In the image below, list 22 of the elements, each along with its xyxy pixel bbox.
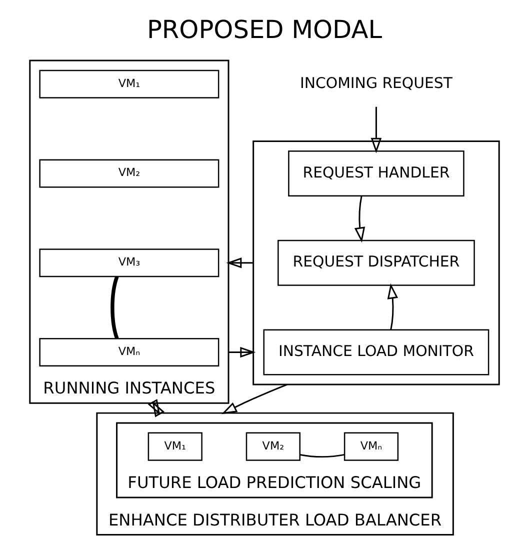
arrow [354,196,365,243]
node-box: REQUEST DISPATCHER [277,240,474,286]
node-text: INCOMING REQUEST [299,74,452,92]
arrow [221,384,287,414]
node-box: INSTANCE LOAD MONITOR [262,329,489,376]
cluster [252,140,500,386]
node-box: VM₃ [38,248,219,278]
arrow [228,346,256,358]
node-box: VMₙ [343,432,398,461]
arrow [226,257,253,268]
node-box: VM₂ [38,159,219,188]
connector [299,454,344,458]
node-box: VM₂ [245,432,300,461]
arrow [147,398,164,418]
diagram-title: PROPOSED MODAL [146,15,382,44]
node-box: VM₁ [38,70,219,98]
arrow [386,283,398,330]
node-box: VMₙ [38,338,219,366]
connector [110,276,118,340]
arrow [370,106,382,154]
node-box: REQUEST HANDLER [288,150,464,196]
node-box: VM₁ [147,432,202,461]
